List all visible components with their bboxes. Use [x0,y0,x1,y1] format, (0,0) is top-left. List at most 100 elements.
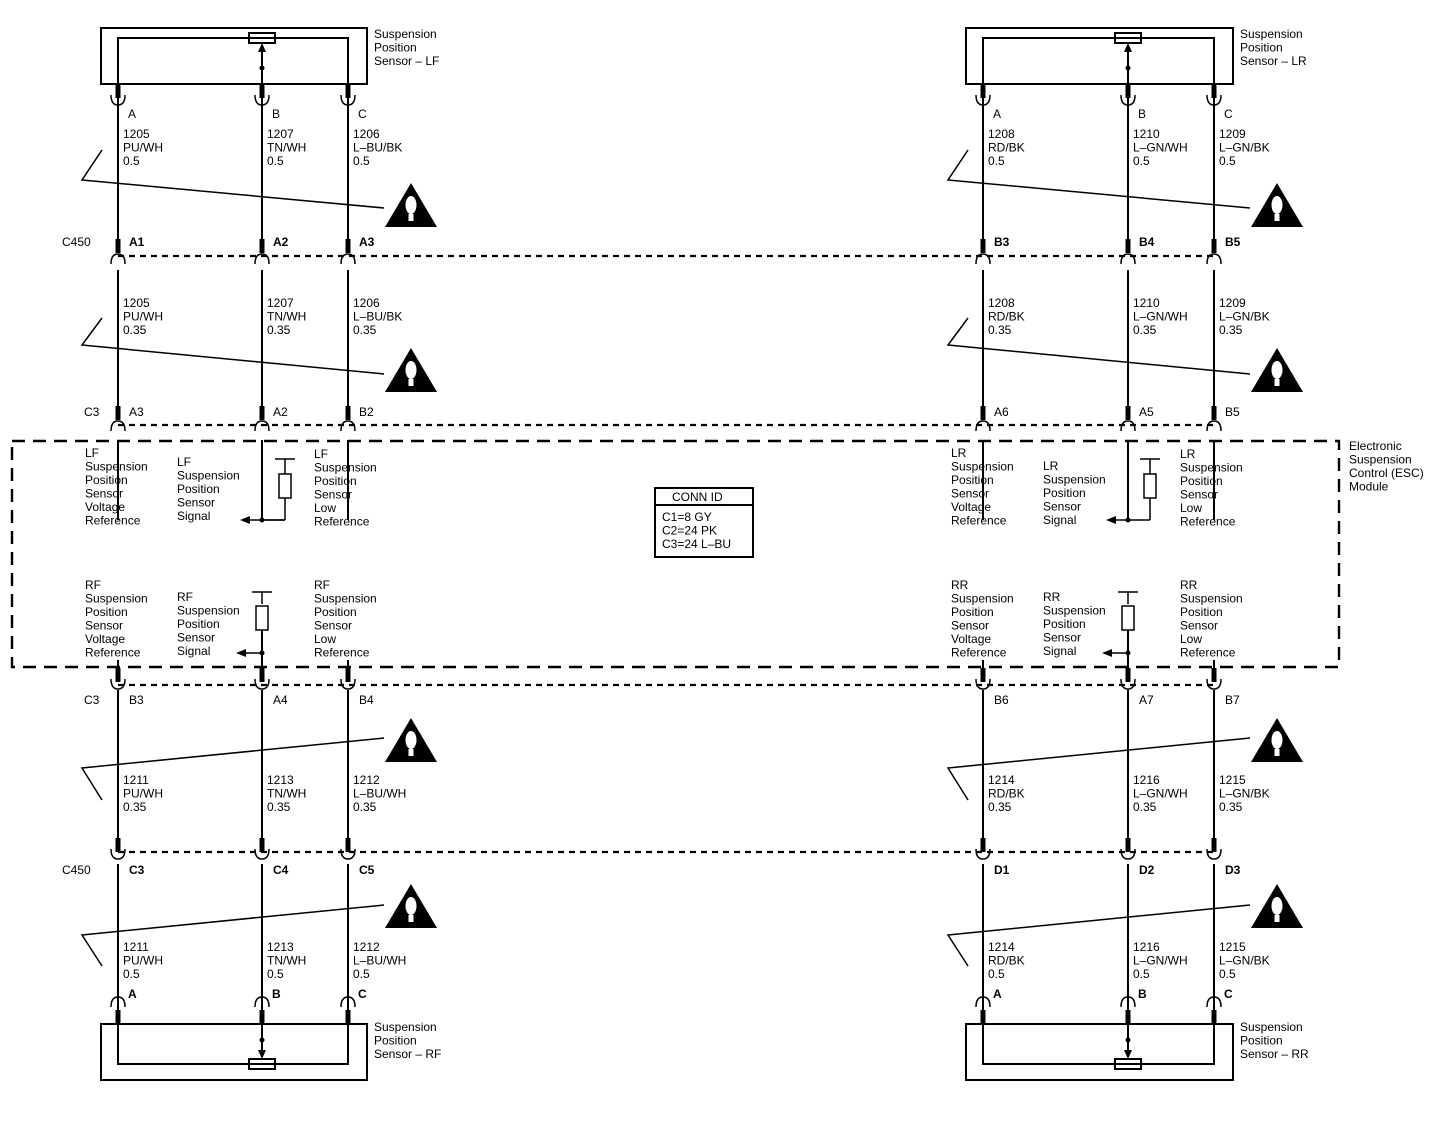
connector-pin-label: D2 [1139,863,1155,877]
connector-c450-label: C450 [62,863,91,877]
connector-pin [115,668,121,682]
connector-pin [259,239,265,253]
connector-pin [980,1010,986,1024]
wire-label-line: L–GN/BK [1219,787,1270,801]
wire-label-line: 1207 [267,296,294,310]
lf-signal-label-line: Suspension [177,469,240,483]
twisted-pair-symbol [946,904,1251,967]
signal-arrow-icon [1102,649,1112,657]
conn-id-line-line: C1=8 GY [662,510,712,524]
wire-label-line: 0.35 [1219,323,1243,337]
lf-signal-label-line: Sensor [177,496,215,510]
wire-label-line: TN/WH [267,141,306,155]
rr-voltage-reference-label-line: Voltage [951,632,991,646]
wire-label-line: L–GN/WH [1133,954,1188,968]
sensor-pin-label: A [993,107,1001,121]
connector-pin [1211,406,1217,420]
conn-id-line-line: C3=24 L–BU [662,537,731,551]
wire-label-line: 1212 [353,773,380,787]
connector-pin [345,838,351,852]
connector-pin [1211,84,1217,98]
warning-triangle-icon [1251,718,1303,762]
connector-pin [1125,239,1131,253]
wire-label-line: 0.35 [1219,800,1243,814]
connector-c450-label: C450 [62,235,91,249]
warning-triangle-icon [1251,183,1303,227]
lr-low-reference-label-line: Position [1180,474,1223,488]
esc-module-name-line: Module [1349,480,1389,494]
wire-label-line: L–GN/WH [1133,787,1188,801]
sensor-pin-label: C [358,107,367,121]
connector-pin [345,668,351,682]
wire-label-line: 0.5 [267,154,284,168]
sensor-lr-name-line: Sensor – LR [1240,54,1307,68]
rr-signal-label-line: Position [1043,617,1086,631]
connector-terminal [340,253,356,265]
signal-arrow-icon [240,516,250,524]
wire-label-line: 0.5 [1219,154,1236,168]
wire-label-line: 0.35 [123,323,147,337]
rr-low-reference-label-line: Sensor [1180,619,1218,633]
esc-module-name-line: Electronic [1349,439,1402,453]
wire-label-line: 1214 [988,940,1015,954]
connector-terminal [1206,848,1222,860]
rf-voltage-reference-label-line: Sensor [85,619,123,633]
rr-low-reference-label-line: Position [1180,605,1223,619]
lr-low-reference-label-line: Low [1180,501,1202,515]
wire-label-line: TN/WH [267,787,306,801]
wire-label-line: 0.5 [1133,154,1150,168]
splice-dot [1125,517,1131,523]
wire-label-line: 0.5 [353,967,370,981]
connector-pin [115,239,121,253]
connector-terminal [110,420,126,432]
connector-terminal [975,848,991,860]
sensor-lf-name-line: Suspension [374,27,437,41]
conn-id-box [654,487,754,558]
lf-low-reference-label-line: Reference [314,515,370,529]
wire-label-line: PU/WH [123,787,163,801]
connector-terminal [1206,996,1222,1008]
connector-pin [1125,668,1131,682]
wire-label-line: PU/WH [123,310,163,324]
wire-label-line: 1212 [353,940,380,954]
wire-label-line: TN/WH [267,310,306,324]
rf-low-reference-label-line: Reference [314,646,370,660]
lf-voltage-reference-label-line: Reference [85,514,141,528]
lf-voltage-reference-label-line: Suspension [85,460,148,474]
wire-label-line: 1216 [1133,940,1160,954]
rr-low-reference-label-line: Suspension [1180,592,1243,606]
sensor-pin-label: A [128,107,136,121]
sensor-lf [100,27,368,85]
esc-module-box [10,439,1341,669]
pullup-resistor [1121,605,1135,631]
connector-terminal [110,848,126,860]
rf-signal-label-line: Position [177,617,220,631]
connector-pin-label: B5 [1225,405,1240,419]
sensor-pin-label: B [1138,987,1147,1001]
connector-pin-label: A4 [273,693,288,707]
wire-label-line: 0.35 [353,323,377,337]
connector-pin [259,668,265,682]
pullup-resistor [1143,473,1157,499]
connector-pin-label: A6 [994,405,1009,419]
lf-signal-label-line: Signal [177,509,210,523]
connector-pin-label: C5 [359,863,375,877]
esc-module-name-line: Control (ESC) [1349,466,1424,480]
connector-pin-label: B2 [359,405,374,419]
connector-pin [1211,239,1217,253]
connector-pin-label: D3 [1225,863,1241,877]
sensor-lr-name-line: Position [1240,41,1283,55]
sensor-pin-label: C [358,987,367,1001]
warning-triangle-icon [1251,348,1303,392]
wire-label-line: PU/WH [123,954,163,968]
twisted-pair-symbol [946,317,1251,375]
signal-arrow-icon [236,649,246,657]
lf-signal-label-line: Position [177,482,220,496]
pullup-resistor [278,473,292,499]
splice-dot [1125,650,1131,656]
wire-label-line: 0.35 [1133,800,1157,814]
twisted-pair-symbol [80,904,385,967]
connector-terminal [254,94,270,106]
twisted-pair-symbol [946,737,1251,801]
lr-voltage-reference-label-line: Position [951,473,994,487]
